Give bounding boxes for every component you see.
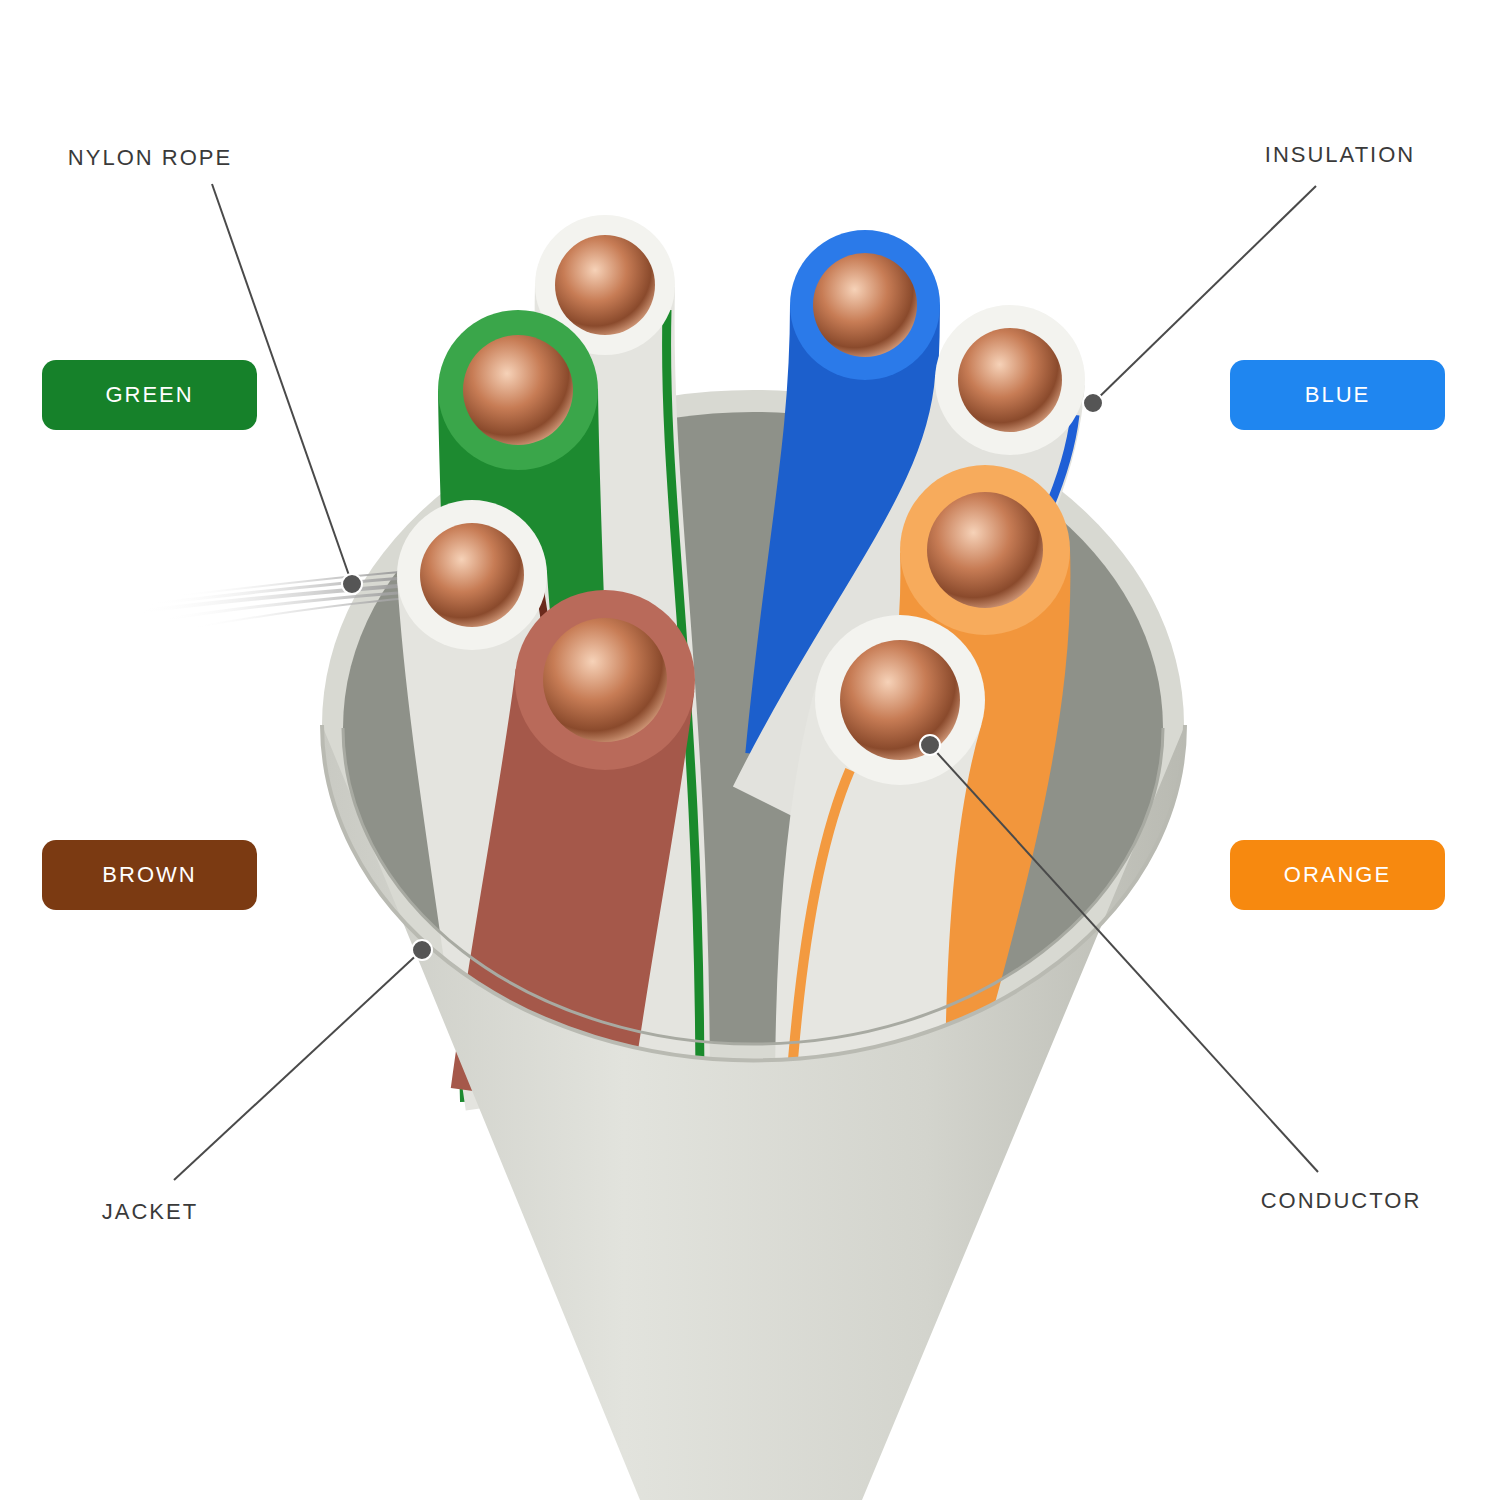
part-label: INSULATION <box>1263 142 1417 168</box>
tag-text: BROWN <box>102 862 196 888</box>
nylon-rope <box>135 572 410 628</box>
tag-text: ORANGE <box>1284 862 1391 888</box>
color-tag: ORANGE <box>1230 840 1445 910</box>
part-label: CONDUCTOR <box>1259 1188 1424 1214</box>
leader-lines <box>174 184 1318 1180</box>
part-label: JACKET <box>100 1199 200 1225</box>
color-tag: BROWN <box>42 840 257 910</box>
part-label: NYLON ROPE <box>66 145 234 171</box>
tag-text: GREEN <box>105 382 193 408</box>
tag-text: BLUE <box>1305 382 1370 408</box>
wire-caps <box>397 215 1085 785</box>
color-tag: BLUE <box>1230 360 1445 430</box>
jacket-front <box>322 725 1185 1500</box>
leader-dots <box>342 393 1103 960</box>
color-tag: GREEN <box>42 360 257 430</box>
